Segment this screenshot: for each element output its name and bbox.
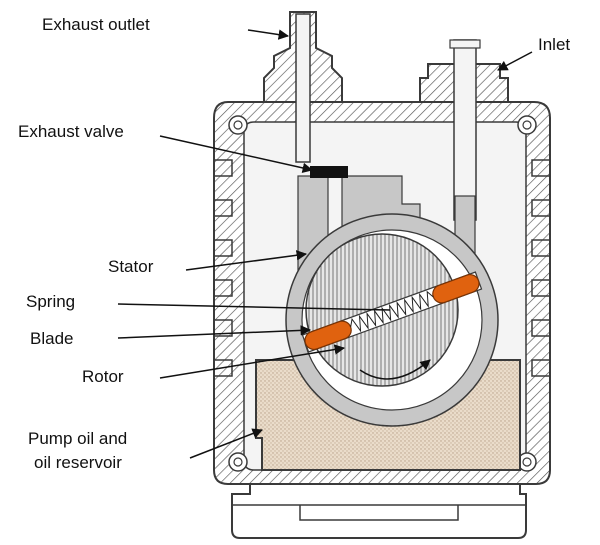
leader-oil — [189, 428, 263, 459]
label-oil-line1: Pump oil and — [28, 429, 127, 448]
blade-assembly — [301, 271, 483, 353]
label-exhaust-valve: Exhaust valve — [18, 122, 124, 141]
label-inlet: Inlet — [538, 35, 570, 54]
labels: Exhaust outlet Inlet Exhaust valve Stato… — [18, 15, 570, 472]
label-oil-line2: oil reservoir — [34, 453, 122, 472]
pump-base — [231, 483, 527, 539]
leader-lines — [117, 29, 533, 459]
spring-coil — [350, 290, 434, 333]
leader-inlet — [497, 51, 533, 71]
exhaust-valve — [310, 166, 348, 178]
leader-exhaust-outlet — [247, 29, 290, 40]
leader-blade — [117, 325, 312, 339]
label-exhaust-outlet: Exhaust outlet — [42, 15, 150, 34]
leader-spring — [117, 303, 391, 311]
label-stator: Stator — [108, 257, 154, 276]
leader-stator — [185, 250, 308, 271]
leader-rotor — [159, 344, 346, 379]
label-rotor: Rotor — [82, 367, 124, 386]
leader-exhaust-valve — [159, 135, 314, 174]
label-blade: Blade — [30, 329, 73, 348]
label-spring: Spring — [26, 292, 75, 311]
exhaust-outlet-fitting — [263, 11, 343, 163]
